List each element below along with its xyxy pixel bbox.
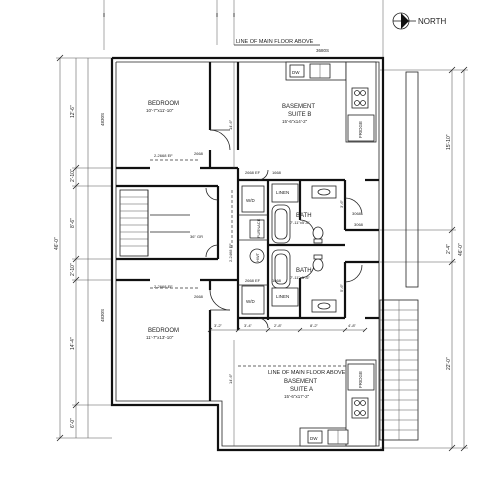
kitchen-bottom: DW FRIDGE xyxy=(299,359,377,447)
dim-door-3068-top: 3068 xyxy=(352,211,362,216)
room-suite-a-line2: SUITE A xyxy=(290,387,313,393)
dim-door-3068-mid: 3068 xyxy=(354,222,364,227)
north-arrow: NORTH xyxy=(392,12,447,30)
dim-left-3: 8'-6" xyxy=(70,218,76,228)
kitchen-top: DW FRIDGE xyxy=(285,61,377,143)
dim-door-1668: 1668 xyxy=(272,170,282,175)
dim-win-left-top: 4830S xyxy=(100,113,105,126)
room-bath-top-size: 7'-11"x5'-6" xyxy=(290,220,310,225)
dim-inner-v2: 14'-6" xyxy=(228,373,233,384)
dim-row-b: 3'-4" xyxy=(244,323,253,328)
room-suite-b-size: 15'-6"x14'-2" xyxy=(282,119,308,124)
dim-right-total: 46'-0" xyxy=(458,243,464,256)
dim-door-2668-mid: 2668 EF xyxy=(245,170,261,175)
dim-row-d: 8'-2" xyxy=(310,323,319,328)
dim-left-2: 2'-10" xyxy=(70,169,76,182)
dim-inner-v1: 14'-6" xyxy=(228,119,233,130)
dim-row-e: 4'-8" xyxy=(348,323,357,328)
interior-dim-cols: 14'-6" 14'-6" 3'-6" 5'-6" xyxy=(228,62,344,446)
dim-door-2668-bot: 2668 xyxy=(194,294,204,299)
room-bedroom-top-name: BEDROOM xyxy=(148,101,179,107)
label-wd-bottom: W/D xyxy=(246,299,255,304)
callouts: 2-2668 EF 2668 2668 EF 1668 2-2468 EF 30… xyxy=(154,151,364,299)
north-label: NORTH xyxy=(418,17,447,26)
dim-door-bed-top: 2-2668 EF xyxy=(154,153,173,158)
dim-left-1: 12'-6" xyxy=(70,105,76,118)
room-bath-bottom-size: 7'-11"x5'-6" xyxy=(290,275,310,280)
dim-win-left-bot: 4830S xyxy=(100,309,105,322)
dim-door-1668-bot: 1668 xyxy=(272,278,282,283)
right-dimensions: 15'-10" 2'-4" 46'-0" 22'-0" xyxy=(380,66,468,452)
room-suite-a-size: 15'-6"x17'-2" xyxy=(284,394,310,399)
dim-door-2668-top: 2668 xyxy=(194,151,204,156)
interior-dim-row: 3'-2" 3'-4" 2'-8" 8'-2" 4'-8" xyxy=(207,323,368,333)
dim-left-4: 2'-10" xyxy=(70,263,76,276)
label-fridge-top: FRIDGE xyxy=(358,121,363,138)
room-bedroom-bottom-name: BEDROOM xyxy=(148,328,179,334)
dim-inner-v4: 5'-6" xyxy=(339,283,344,292)
guide-lines xyxy=(103,0,384,60)
dim-door-2468-mid: 2-2468 EF xyxy=(228,243,233,262)
utility-room: W/D W/D FURNACE HWT xyxy=(241,185,265,315)
label-wd-top: W/D xyxy=(246,198,255,203)
label-furnace: FURNACE xyxy=(256,218,261,238)
interior-stair: 36" GR xyxy=(119,189,203,257)
dim-left-total: 46'-0" xyxy=(54,237,60,250)
dim-inner-v3: 3'-6" xyxy=(339,199,344,208)
room-suite-a-line1: BASEMENT xyxy=(284,379,317,385)
dim-top-window: 3680S xyxy=(316,48,329,53)
room-bedroom-top-size: 10'-7"x11'-10" xyxy=(146,108,174,113)
dim-right-2: 2'-4" xyxy=(446,244,452,254)
dim-right-3: 22'-0" xyxy=(446,357,452,370)
room-bath-bottom-name: BATH xyxy=(296,268,312,274)
label-fridge-bottom: FRIDGE xyxy=(358,371,363,388)
exterior-walls xyxy=(110,56,385,452)
note-main-floor-bottom: LINE OF MAIN FLOOR ABOVE xyxy=(268,370,346,376)
room-suite-b-line1: BASEMENT xyxy=(282,104,315,110)
label-dw-top: DW xyxy=(292,70,300,75)
note-main-floor-top: LINE OF MAIN FLOOR ABOVE xyxy=(236,39,314,45)
label-hwt: HWT xyxy=(255,252,260,262)
doors xyxy=(205,129,363,329)
label-dw-bottom: DW xyxy=(310,436,318,441)
dim-row-c: 2'-8" xyxy=(274,323,283,328)
dim-door-bed-bot: 2-2668 EF xyxy=(154,284,173,289)
room-labels: BEDROOM 10'-7"x11'-10" BEDROOM 11'-7"x13… xyxy=(146,101,317,399)
closet-doors xyxy=(150,159,233,289)
svg-text:36" GR: 36" GR xyxy=(190,234,203,239)
room-suite-b-line2: SUITE B xyxy=(288,112,311,118)
exterior-stair xyxy=(379,71,419,441)
dim-left-6: 6'-0" xyxy=(70,418,76,428)
dim-left-5: 14'-4" xyxy=(70,337,76,350)
dim-row-a: 3'-2" xyxy=(214,323,223,328)
room-bedroom-bottom-size: 11'-7"x13'-10" xyxy=(146,335,174,340)
bath-fixtures: LINEN LINEN xyxy=(271,183,337,313)
label-linen-top: LINEN xyxy=(276,190,289,195)
room-bath-top-name: BATH xyxy=(296,213,312,219)
label-linen-bottom: LINEN xyxy=(276,294,289,299)
left-dimensions: 46'-0" 12'-6" 2'-10" 8'-6" 2'-10" 14'-4"… xyxy=(54,54,112,442)
dim-right-1: 15'-10" xyxy=(446,134,452,150)
dim-door-2668-bot2: 2668 EF xyxy=(245,278,261,283)
interior-walls xyxy=(116,62,379,401)
